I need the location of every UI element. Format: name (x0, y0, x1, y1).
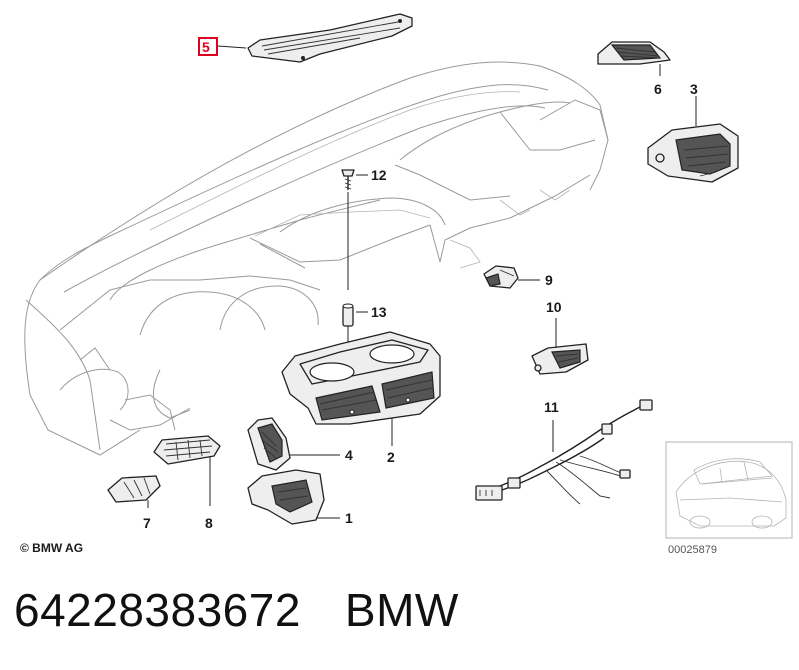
car-inset-thumbnail (665, 441, 793, 539)
callout-6: 6 (654, 81, 662, 97)
callout-3: 3 (690, 81, 698, 97)
part-info-footer: 64228383672 BMW (14, 583, 459, 637)
part-2-center-air-outlet[interactable] (281, 331, 441, 425)
diagram-reference-number: 00025879 (668, 544, 717, 556)
callout-9: 9 (545, 272, 553, 288)
part-13-spacer[interactable] (342, 303, 354, 327)
part-1-air-duct[interactable] (247, 469, 325, 525)
callout-7: 7 (143, 515, 151, 531)
dashboard-outline (24, 61, 609, 456)
part-5-dashboard-cover[interactable] (247, 13, 413, 63)
part-10-switch-connector[interactable] (531, 343, 589, 375)
callout-11: 11 (544, 399, 559, 415)
part-3-side-air-outlet[interactable] (647, 123, 739, 183)
callout-2: 2 (387, 449, 395, 465)
part-number: 64228383672 (14, 584, 301, 636)
callout-12: 12 (371, 167, 387, 183)
callout-8: 8 (205, 515, 213, 531)
callout-10: 10 (546, 299, 562, 315)
part-6-vent-grille[interactable] (597, 41, 671, 65)
part-11-wiring-harness[interactable] (475, 399, 653, 505)
callout-13: 13 (371, 304, 387, 320)
callout-5-highlight-box[interactable] (198, 37, 218, 56)
part-4-trim-vent[interactable] (247, 417, 291, 471)
copyright-text: © BMW AG (20, 541, 83, 555)
brand-name: BMW (344, 584, 459, 636)
callout-4: 4 (345, 447, 353, 463)
part-8-vent-grille[interactable] (153, 435, 221, 465)
callout-5[interactable]: 5 (202, 39, 210, 55)
part-9-bracket[interactable] (483, 265, 519, 289)
callout-1: 1 (345, 510, 353, 526)
part-12-screw[interactable] (341, 169, 355, 190)
part-7-small-grille[interactable] (107, 475, 161, 503)
